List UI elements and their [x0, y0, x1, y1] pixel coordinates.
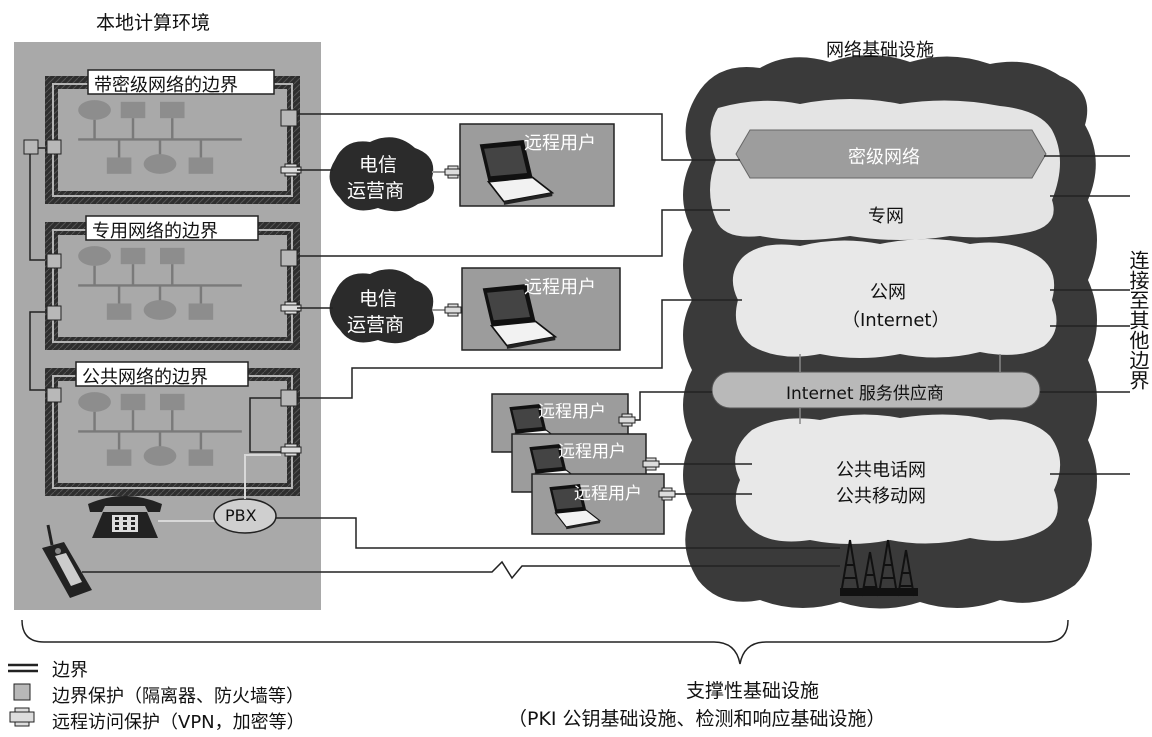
legend-boundary-text: 边界 [52, 660, 88, 681]
zone-label-box [75, 361, 249, 387]
remote-access-protection-icon [444, 165, 462, 179]
telephone-icon [88, 496, 162, 538]
carrier-2-line2: 运营商 [347, 314, 405, 336]
boundary-protection-icon [280, 109, 298, 127]
local-environment-title: 本地计算环境 [96, 12, 211, 34]
pstn-label: 公共电话网 [836, 460, 926, 481]
telecom-carrier-cloud [329, 137, 435, 212]
public-network-label: 公网 [870, 282, 906, 303]
boundary-protection-icon [46, 253, 62, 269]
zone-label-classified: 带密级网络的边界 [94, 75, 238, 96]
connect-other-boundaries-label: 连接至其他边界 [1126, 250, 1150, 390]
classified-network-label: 密级网络 [848, 147, 920, 168]
cell-tower-icon [841, 539, 915, 597]
zone-label-public: 公共网络的边界 [82, 367, 208, 388]
zone-label-box [85, 215, 259, 241]
supporting-infrastructure-detail: （PKI 公钥基础设施、检测和响应基础设施） [508, 708, 886, 730]
isp-bar [711, 371, 1041, 409]
remote-user-label: 远程用户 [524, 277, 596, 298]
carrier-2-line1: 电信 [359, 288, 398, 310]
remote-user-label: 远程用户 [558, 442, 626, 462]
remote-user-label: 远程用户 [538, 402, 606, 422]
boundary-protection-icon [46, 305, 62, 321]
legend-boundary-icon [8, 663, 38, 673]
remote-access-protection-icon [658, 487, 676, 501]
supporting-infrastructure-brace [21, 619, 1069, 665]
remote-access-protection-icon [280, 443, 302, 457]
pbx-label: PBX [225, 506, 257, 525]
mobile-network-label: 公共移动网 [836, 486, 926, 507]
remote-user-label: 远程用户 [574, 484, 642, 504]
zone-label-box [87, 69, 275, 95]
private-network-label: 专网 [868, 206, 904, 227]
zone-public [45, 368, 300, 496]
carrier-1-line2: 运营商 [347, 180, 405, 202]
isp-label: Internet 服务供应商 [786, 384, 944, 404]
legend-boundary-protection-icon [13, 683, 31, 701]
carrier-1-line1: 电信 [359, 154, 398, 176]
public-internet-cloud [732, 239, 1057, 358]
remote-user-label: 远程用户 [524, 133, 596, 154]
remote-access-protection-icon [642, 457, 660, 471]
remote-access-protection-icon [618, 413, 636, 427]
mobile-phone-icon [42, 524, 92, 598]
boundary-protection-icon [46, 139, 62, 155]
infrastructure-title: 网络基础设施 [826, 40, 934, 61]
remote-access-protection-icon [444, 303, 462, 317]
zone-label-private: 专用网络的边界 [92, 221, 218, 242]
legend-remote-access-text: 远程访问保护（VPN，加密等） [52, 712, 305, 733]
boundary-protection-icon [280, 249, 298, 267]
internet-label: （Internet） [842, 310, 950, 331]
legend-boundary-protection-text: 边界保护（隔离器、防火墙等） [52, 686, 304, 707]
classified-network-bar [735, 129, 1047, 179]
supporting-infrastructure-title: 支撑性基础设施 [686, 680, 820, 702]
zone-classified [45, 76, 300, 204]
boundary-protection-icon [280, 389, 298, 407]
cell-tower-base [840, 588, 918, 596]
zone-private [45, 222, 300, 350]
boundary-protection-icon [46, 387, 62, 403]
boundary-protection-icon [23, 139, 39, 155]
legend-remote-access-icon [9, 707, 35, 727]
telecom-carrier-cloud [329, 269, 435, 344]
pstn-mobile-cloud [735, 414, 1061, 544]
